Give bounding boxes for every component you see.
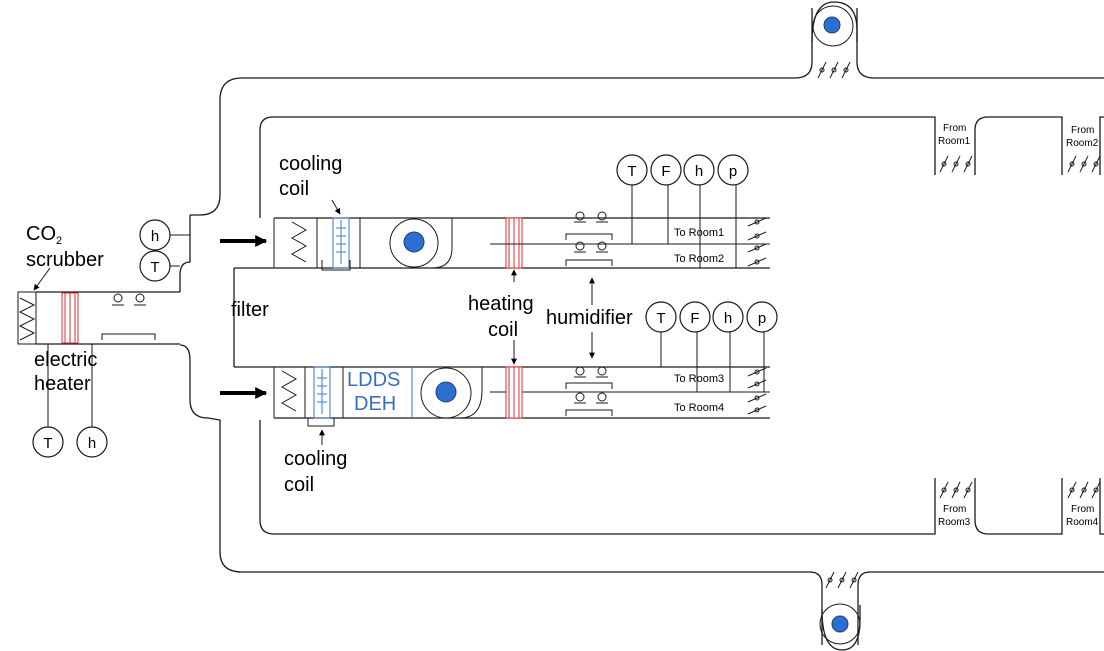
- svg-text:h: h: [151, 228, 159, 245]
- sensor-heater-humidity: h: [76, 426, 108, 458]
- return-room2-label-2: Room2: [1066, 138, 1099, 149]
- outer-return-duct: [179, 8, 1104, 645]
- electric-label: electric: [34, 349, 97, 371]
- svg-text:T: T: [656, 310, 665, 327]
- sensor-upper-pressure: p: [717, 154, 749, 186]
- upper-supply-branch: [273, 185, 770, 271]
- svg-text:p: p: [758, 310, 766, 327]
- svg-text:h: h: [695, 163, 703, 180]
- sensor-lower-humidity: h: [712, 301, 744, 333]
- ldds-label: LDDS: [347, 369, 400, 391]
- heating-coil-label-2: coil: [488, 319, 518, 341]
- scrubber-arrow: [33, 267, 51, 291]
- heater-label: heater: [34, 373, 91, 395]
- svg-text:h: h: [88, 435, 96, 452]
- outlet-room3-label: To Room3: [674, 373, 724, 385]
- svg-text:T: T: [43, 435, 52, 452]
- sensor-lower-pressure: p: [746, 301, 778, 333]
- return-room2-label-1: From: [1071, 125, 1094, 136]
- sensor-heater-temperature: T: [32, 426, 64, 458]
- cooling-coil-top-label-2: coil: [279, 178, 309, 200]
- top-return-fan: [811, 1, 858, 79]
- co2-label: CO2: [26, 223, 62, 247]
- return-dampers: [939, 155, 1101, 499]
- lower-supply-branch: [273, 332, 770, 427]
- cooling-coil-top-label-1: cooling: [279, 153, 342, 175]
- humidifier-label: humidifier: [546, 307, 633, 329]
- return-room3-label-1: From: [943, 504, 966, 515]
- sensor-lower-temperature: T: [645, 301, 677, 333]
- return-room4-label-2: Room4: [1066, 517, 1099, 528]
- svg-text:p: p: [729, 163, 737, 180]
- sensor-inlet-temperature: T: [139, 250, 171, 282]
- outlet-room2-label: To Room2: [674, 253, 724, 265]
- sensor-inlet-humidity: h: [139, 219, 171, 251]
- deh-label: DEH: [354, 393, 396, 415]
- sensor-upper-humidity: h: [683, 154, 715, 186]
- annotation-arrows: [319, 199, 595, 445]
- svg-text:h: h: [724, 310, 732, 327]
- svg-text:F: F: [661, 163, 670, 180]
- inlet-section: [17, 234, 190, 428]
- return-room4-label-1: From: [1071, 504, 1094, 515]
- svg-text:F: F: [690, 310, 699, 327]
- svg-text:T: T: [150, 259, 159, 276]
- filter-label: filter: [231, 299, 269, 321]
- sensor-upper-flow: F: [650, 154, 682, 186]
- bottom-return-fan: [819, 571, 861, 651]
- return-room1-label-1: From: [943, 123, 966, 134]
- svg-text:T: T: [627, 163, 636, 180]
- return-room3-label-2: Room3: [938, 517, 971, 528]
- cooling-coil-bottom-label-2: coil: [284, 474, 314, 496]
- outlet-room4-label: To Room4: [674, 402, 724, 414]
- mixing-plenum: [233, 267, 274, 368]
- sensor-lower-flow: F: [679, 301, 711, 333]
- sensor-upper-temperature: T: [616, 154, 648, 186]
- heating-coil-label-1: heating: [468, 293, 534, 315]
- return-room1-label-2: Room1: [938, 136, 971, 147]
- cooling-coil-bottom-label-1: cooling: [284, 448, 347, 470]
- scrubber-label: scrubber: [26, 249, 104, 271]
- outlet-room1-label: To Room1: [674, 227, 724, 239]
